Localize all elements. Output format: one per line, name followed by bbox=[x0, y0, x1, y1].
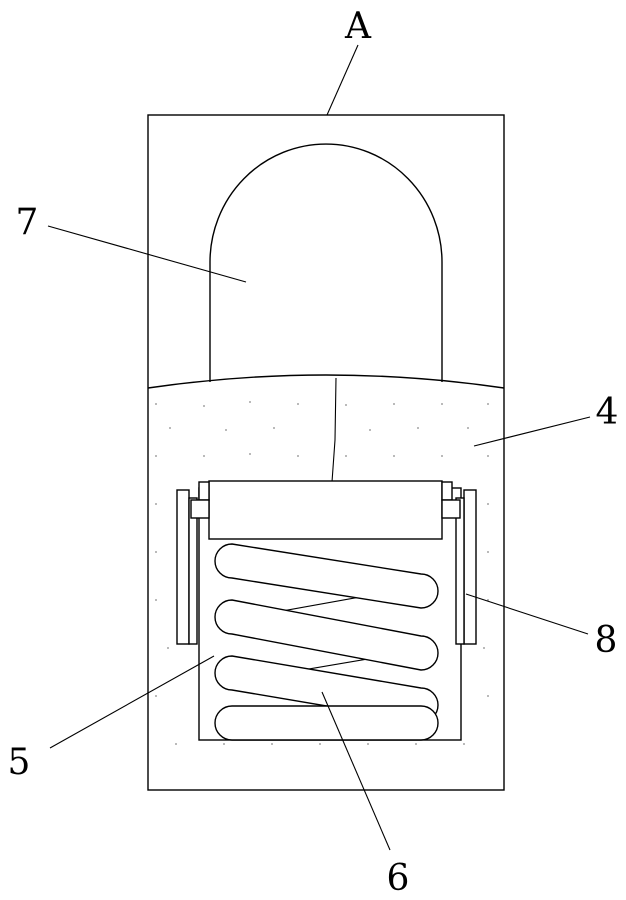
speckle-dot bbox=[487, 503, 489, 505]
speckle-dot bbox=[223, 743, 225, 745]
speckle-dot bbox=[393, 403, 395, 405]
leader-8 bbox=[465, 593, 589, 635]
leader-A bbox=[326, 44, 359, 116]
speckle-dot bbox=[155, 503, 157, 505]
speckle-dot bbox=[203, 455, 205, 457]
speckle-dot bbox=[249, 401, 251, 403]
fill-speckle bbox=[155, 401, 489, 745]
label-7: 7 bbox=[16, 202, 39, 243]
speckle-dot bbox=[249, 453, 251, 455]
speckle-dot bbox=[415, 743, 417, 745]
speckle-dot bbox=[463, 743, 465, 745]
top-plate bbox=[208, 480, 443, 540]
center-divider bbox=[331, 377, 337, 483]
speckle-dot bbox=[155, 551, 157, 553]
housing-outline bbox=[147, 114, 505, 791]
left-bracket-top bbox=[198, 481, 210, 501]
filler-top-curve bbox=[147, 374, 505, 389]
speckle-dot bbox=[417, 427, 419, 429]
left-rail-inner bbox=[188, 497, 198, 645]
dome-part-7 bbox=[209, 143, 443, 382]
speckle-dot bbox=[487, 455, 489, 457]
right-rail-outer bbox=[463, 489, 477, 645]
label-6: 6 bbox=[387, 858, 410, 899]
speckle-dot bbox=[487, 551, 489, 553]
speckle-dot bbox=[467, 427, 469, 429]
speckle-dot bbox=[319, 743, 321, 745]
speckle-dot bbox=[155, 455, 157, 457]
speckle-dot bbox=[225, 429, 227, 431]
spring-part-6 bbox=[214, 543, 439, 741]
speckle-dot bbox=[487, 695, 489, 697]
speckle-dot bbox=[297, 455, 299, 457]
speckle-dot bbox=[271, 743, 273, 745]
speckle-dot bbox=[175, 743, 177, 745]
speckle-dot bbox=[483, 647, 485, 649]
speckle-dot bbox=[487, 403, 489, 405]
speckle-dot bbox=[345, 404, 347, 406]
speckle-dot bbox=[155, 599, 157, 601]
label-5: 5 bbox=[8, 742, 31, 783]
leader-7 bbox=[47, 225, 247, 283]
left-bracket-mid bbox=[190, 499, 210, 519]
leader-5 bbox=[49, 655, 215, 749]
speckle-dot bbox=[441, 455, 443, 457]
label-A: A bbox=[344, 6, 372, 47]
leader-4 bbox=[473, 416, 591, 447]
speckle-dot bbox=[155, 403, 157, 405]
speckle-dot bbox=[203, 405, 205, 407]
left-rail-outer bbox=[176, 489, 190, 645]
label-4: 4 bbox=[596, 392, 619, 433]
speckle-dot bbox=[155, 695, 157, 697]
right-rail-inner bbox=[455, 497, 465, 645]
speckle-dot bbox=[297, 403, 299, 405]
label-8: 8 bbox=[595, 620, 618, 661]
speckle-dot bbox=[167, 647, 169, 649]
speckle-dot bbox=[169, 427, 171, 429]
right-bracket-top bbox=[441, 481, 453, 501]
speckle-dot bbox=[393, 455, 395, 457]
speckle-dot bbox=[345, 455, 347, 457]
leader-6 bbox=[321, 691, 391, 851]
speckle-dot bbox=[273, 427, 275, 429]
speckle-dot bbox=[487, 599, 489, 601]
speckle-dot bbox=[367, 743, 369, 745]
right-bracket-mid bbox=[441, 499, 461, 519]
speckle-dot bbox=[441, 403, 443, 405]
speckle-dot bbox=[369, 429, 371, 431]
